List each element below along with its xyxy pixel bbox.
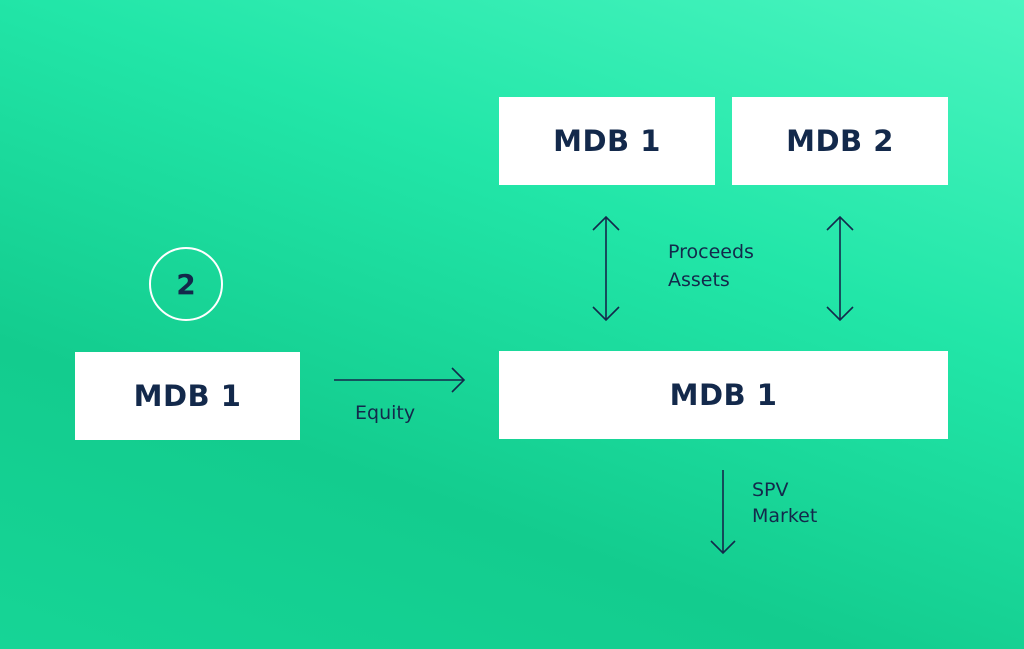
spv-down-arrow — [710, 470, 736, 555]
step-number-badge: 2 — [149, 247, 223, 321]
center-box: MDB 1 — [499, 351, 948, 439]
source-box: MDB 1 — [75, 352, 300, 440]
left-double-arrow — [592, 215, 620, 322]
equity-arrow — [334, 367, 466, 393]
equity-label: Equity — [355, 402, 416, 424]
spv-label: SPV — [752, 479, 789, 501]
market-label: Market — [752, 505, 818, 527]
top-left-box: MDB 1 — [499, 97, 715, 185]
proceeds-label: Proceeds — [668, 241, 754, 263]
top-right-box: MDB 2 — [732, 97, 948, 185]
assets-label: Assets — [668, 269, 730, 291]
right-double-arrow — [826, 215, 854, 322]
